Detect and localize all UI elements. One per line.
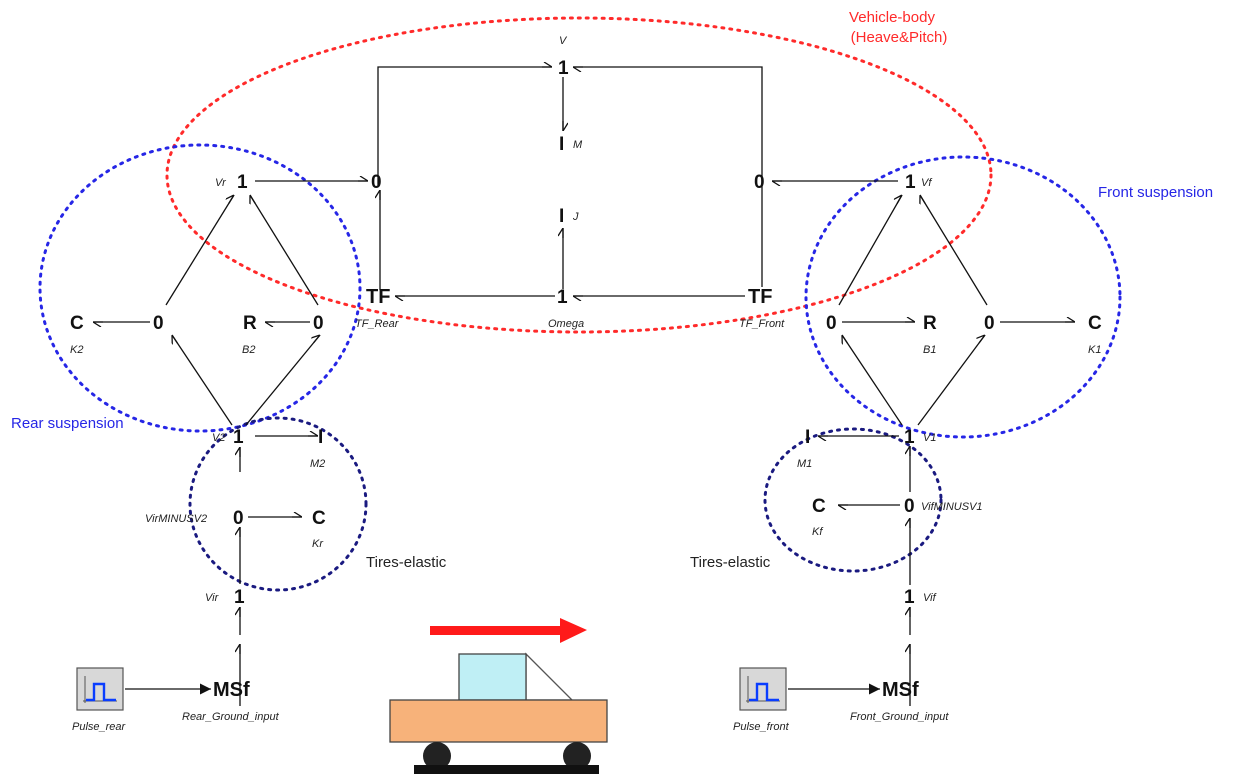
label-j: J: [572, 211, 579, 223]
group-title-rear-suspension: Rear suspension: [11, 415, 124, 432]
node-left-zero: 0: [371, 172, 382, 193]
node-c-k2: C: [70, 313, 84, 334]
label-v1: V1: [923, 432, 936, 444]
label-virminusv2: VirMINUSV2: [145, 513, 207, 525]
label-vif: Vif: [923, 592, 937, 604]
node-tf-rear: TF: [366, 286, 390, 308]
node-tf-front: TF: [748, 286, 772, 308]
label-rear-ground-input: Rear_Ground_input: [182, 711, 280, 723]
group-title-vehicle-body: Vehicle-body: [849, 9, 935, 26]
node-msf-rear: MSf: [213, 679, 250, 701]
node-m2-inertia: I: [318, 427, 323, 448]
node-msf-front: MSf: [882, 679, 919, 701]
pulse-front-source-icon: [739, 667, 787, 711]
node-zero-k2: 0: [153, 313, 164, 334]
label-vf: Vf: [921, 177, 932, 189]
node-m-inertia: I: [559, 134, 564, 155]
node-c-kf: C: [812, 496, 826, 517]
pulse-rear-source-icon: [76, 667, 124, 711]
bonds: [93, 67, 1075, 706]
label-b2: B2: [242, 344, 255, 356]
node-vr-one: 1: [237, 172, 248, 193]
label-tf-rear: TF_Rear: [355, 318, 400, 330]
rear-tires-group: [188, 416, 368, 592]
label-v2: V2: [212, 432, 225, 444]
label-m1: M1: [797, 458, 812, 470]
label-k1: K1: [1088, 344, 1101, 356]
node-right-zero: 0: [754, 172, 765, 193]
label-v: V: [559, 35, 568, 47]
label-front-ground-input: Front_Ground_input: [850, 711, 949, 723]
node-zero-kr: 0: [233, 508, 244, 529]
label-vr: Vr: [215, 177, 227, 189]
node-r-b2: R: [243, 313, 257, 334]
label-kf: Kf: [812, 526, 823, 538]
rear-suspension-group: [38, 143, 362, 433]
node-c-kr: C: [312, 508, 326, 529]
node-c-k1: C: [1088, 313, 1102, 334]
label-pulse-front: Pulse_front: [733, 721, 790, 733]
node-v-one: 1: [558, 58, 569, 79]
node-zero-b1: 0: [826, 313, 837, 334]
node-vf-one: 1: [905, 172, 916, 193]
node-j-inertia: I: [559, 206, 564, 227]
node-zero-kf: 0: [904, 496, 915, 517]
label-kr: Kr: [312, 538, 324, 550]
group-title-front-tires: Tires-elastic: [690, 554, 771, 571]
group-subtitle-vehicle-body: (Heave&Pitch): [851, 29, 948, 46]
front-tires-group: [763, 427, 943, 573]
group-title-front-suspension: Front suspension: [1098, 184, 1213, 201]
label-omega: Omega: [548, 318, 584, 330]
node-v2-one: 1: [233, 427, 244, 448]
front-suspension-group: [804, 155, 1122, 439]
label-pulse-rear: Pulse_rear: [72, 721, 127, 733]
direction-arrow-icon: [430, 618, 587, 643]
vehicle-body-group: [165, 16, 993, 334]
node-vir-one: 1: [234, 587, 245, 608]
label-b1: B1: [923, 344, 936, 356]
group-title-rear-tires: Tires-elastic: [366, 554, 447, 571]
node-m1-inertia: I: [805, 427, 810, 448]
label-m2: M2: [310, 458, 325, 470]
label-vir: Vir: [205, 592, 220, 604]
label-tf-front: TF_Front: [739, 318, 785, 330]
node-r-b1: R: [923, 313, 937, 334]
node-omega-one: 1: [557, 287, 568, 308]
node-v1-one: 1: [904, 427, 915, 448]
label-vifminusv1: VifMINUSV1: [921, 501, 983, 513]
label-m: M: [573, 139, 583, 151]
node-vif-one: 1: [904, 587, 915, 608]
label-k2: K2: [70, 344, 83, 356]
node-zero-k1: 0: [984, 313, 995, 334]
pickup-truck-icon: [389, 652, 608, 774]
node-zero-b2: 0: [313, 313, 324, 334]
